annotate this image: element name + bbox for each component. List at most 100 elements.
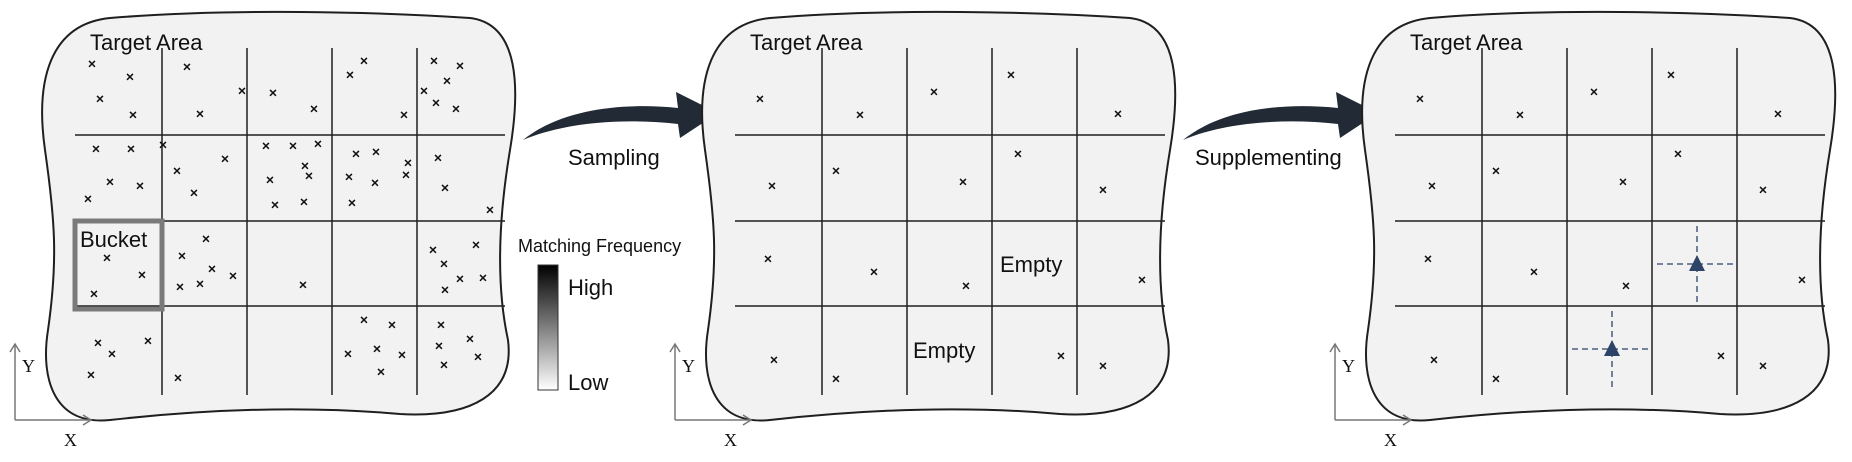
cross-mark: × xyxy=(92,141,100,157)
cross-mark: × xyxy=(129,107,137,123)
cross-mark: × xyxy=(962,278,970,294)
axis-indicator xyxy=(669,342,753,426)
cross-mark: × xyxy=(1674,146,1682,162)
cross-mark: × xyxy=(398,347,406,363)
cross-mark: × xyxy=(452,101,460,117)
cross-mark: × xyxy=(84,191,92,207)
bucket-highlight xyxy=(72,218,165,312)
curved-arrow-icon xyxy=(523,92,718,140)
cross-mark: × xyxy=(400,107,408,123)
cross-mark: × xyxy=(300,194,308,210)
cross-mark: × xyxy=(434,150,442,166)
cross-mark: × xyxy=(402,167,410,183)
cross-mark: × xyxy=(430,53,438,69)
cross-mark: × xyxy=(474,349,482,365)
cross-mark: × xyxy=(360,53,368,69)
cross-mark: × xyxy=(360,312,368,328)
cross-mark: × xyxy=(472,237,480,253)
cross-mark: × xyxy=(178,248,186,264)
target-area-shape xyxy=(1361,10,1837,422)
cross-mark: × xyxy=(88,56,96,72)
cross-mark: × xyxy=(1619,174,1627,190)
cross-mark: × xyxy=(1099,182,1107,198)
supplement-point xyxy=(1657,226,1737,302)
axis-indicator xyxy=(1329,342,1413,426)
panel-supplemented-data: Target Area ×××××××××××××××××× Y X xyxy=(1329,10,1837,450)
cross-mark: × xyxy=(429,242,437,258)
cross-mark: × xyxy=(764,251,772,267)
supplementing-arrow: Supplementing xyxy=(1183,92,1378,170)
target-area-label: Target Area xyxy=(1410,30,1523,55)
cross-mark: × xyxy=(1516,107,1524,123)
axis-indicator xyxy=(9,342,93,426)
panel-sampled-data: Target Area Empty Empty ××××××××××××××××… xyxy=(669,10,1177,450)
cross-mark: × xyxy=(1057,348,1065,364)
cross-mark: × xyxy=(90,286,98,302)
cross-mark: × xyxy=(959,174,967,190)
cross-mark: × xyxy=(183,59,191,75)
cross-mark: × xyxy=(435,338,443,354)
sampling-label: Sampling xyxy=(568,145,660,170)
cross-mark: × xyxy=(870,264,878,280)
cross-mark: × xyxy=(103,250,111,266)
cross-mark: × xyxy=(1774,106,1782,122)
target-area-label: Target Area xyxy=(750,30,863,55)
cross-mark: × xyxy=(221,151,229,167)
cross-mark: × xyxy=(1416,91,1424,107)
grid-lines xyxy=(1395,48,1825,395)
cross-mark: × xyxy=(1798,272,1806,288)
cross-mark: × xyxy=(1428,178,1436,194)
cross-mark: × xyxy=(441,180,449,196)
cross-mark: × xyxy=(144,333,152,349)
cross-mark: × xyxy=(1530,264,1538,280)
grid-lines xyxy=(735,48,1165,395)
sampling-arrow: Sampling xyxy=(523,92,718,170)
cross-mark: × xyxy=(126,69,134,85)
sample-marks: ×××××××××××××××××× xyxy=(756,67,1146,387)
cross-mark: × xyxy=(1492,163,1500,179)
axis-y-label: Y xyxy=(682,356,695,376)
cross-mark: × xyxy=(1759,182,1767,198)
cross-mark: × xyxy=(404,155,412,171)
cross-mark: × xyxy=(310,101,318,117)
cross-mark: × xyxy=(269,85,277,101)
target-area-label: Target Area xyxy=(90,30,203,55)
cross-mark: × xyxy=(138,267,146,283)
cross-mark: × xyxy=(486,202,494,218)
cross-mark: × xyxy=(314,136,322,152)
cross-mark: × xyxy=(289,138,297,154)
triangle-icon xyxy=(1604,340,1620,356)
cross-mark: × xyxy=(1717,348,1725,364)
cross-mark: × xyxy=(196,106,204,122)
cross-mark: × xyxy=(299,277,307,293)
cross-mark: × xyxy=(1007,67,1015,83)
cross-mark: × xyxy=(432,95,440,111)
sample-marks: × × × × × × × × × × × × × × × × × × × × × × × × × × × × × × × × × × × × × × × ×… xyxy=(84,53,494,386)
cross-mark: × xyxy=(1590,84,1598,100)
cross-mark: × xyxy=(136,178,144,194)
cross-mark: × xyxy=(1138,272,1146,288)
cross-mark: × xyxy=(930,84,938,100)
cross-mark: × xyxy=(1114,106,1122,122)
cross-mark: × xyxy=(420,83,428,99)
cross-mark: × xyxy=(466,331,474,347)
cross-mark: × xyxy=(262,138,270,154)
cross-mark: × xyxy=(159,137,167,153)
cross-mark: × xyxy=(456,271,464,287)
axis-x-label: X xyxy=(724,430,737,450)
cross-mark: × xyxy=(96,91,104,107)
cross-mark: × xyxy=(371,175,379,191)
bucket-label: Bucket xyxy=(80,227,147,252)
cross-mark: × xyxy=(443,73,451,89)
cross-mark: × xyxy=(266,172,274,188)
axis-y-label: Y xyxy=(22,356,35,376)
cross-mark: × xyxy=(127,141,135,157)
cross-mark: × xyxy=(87,367,95,383)
cross-mark: × xyxy=(832,371,840,387)
cross-mark: × xyxy=(770,352,778,368)
empty-bucket-label: Empty xyxy=(913,338,975,363)
curved-arrow-icon xyxy=(1183,92,1378,140)
cross-mark: × xyxy=(441,282,449,298)
cross-mark: × xyxy=(479,270,487,286)
